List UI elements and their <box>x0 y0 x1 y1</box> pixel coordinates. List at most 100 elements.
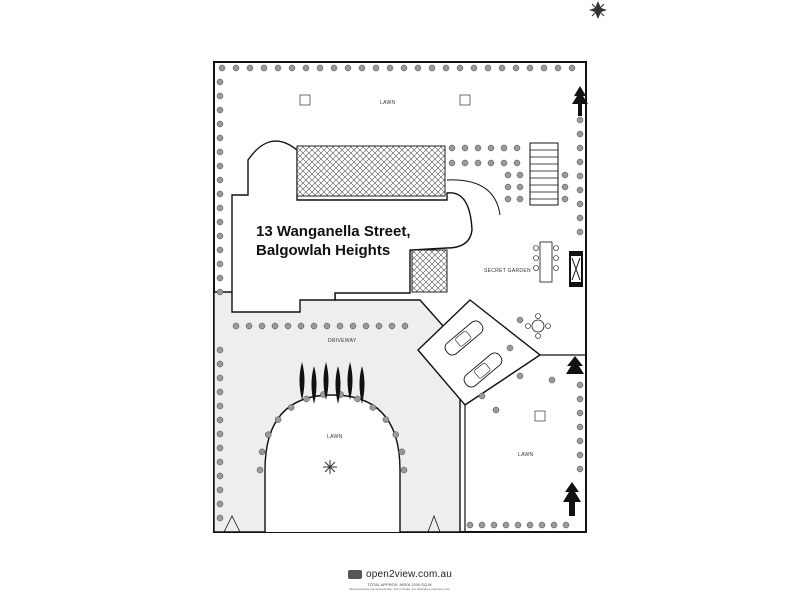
shrub-icon <box>550 521 558 529</box>
garden-stairs <box>529 142 559 206</box>
shrub-icon <box>216 260 224 268</box>
shrub-icon <box>576 130 584 138</box>
shrub-icon <box>375 322 383 330</box>
outdoor-table-icon <box>533 241 559 283</box>
shrub-icon <box>490 521 498 529</box>
shrub-icon <box>576 395 584 403</box>
shrub-icon <box>512 64 520 72</box>
tree-icon <box>359 366 365 404</box>
shrub-icon <box>216 78 224 86</box>
shrub-icon <box>216 346 224 354</box>
shrub-icon <box>498 64 506 72</box>
label-secret-garden: SECRET GARDEN <box>484 268 531 274</box>
shrub-icon <box>216 444 224 452</box>
shrub-icon <box>504 195 512 203</box>
shrub-icon <box>461 144 469 152</box>
shrub-icon <box>287 404 295 411</box>
shrub-icon <box>576 423 584 431</box>
car-icon <box>463 352 503 388</box>
shrub-icon <box>323 322 331 330</box>
shrub-icon <box>461 159 469 167</box>
shrub-icon <box>216 190 224 198</box>
shrub-icon <box>516 316 524 324</box>
shrub-icon <box>534 410 546 422</box>
shrub-icon <box>349 322 357 330</box>
shrub-icon <box>232 322 240 330</box>
shrub-icon <box>568 64 576 72</box>
shrub-icon <box>442 64 450 72</box>
shrub-icon <box>561 171 569 179</box>
tree-icon <box>566 356 584 374</box>
shrub-icon <box>216 204 224 212</box>
area-note: TOTAL APPROX. AREA 1200 SQ.M. <box>367 582 433 587</box>
shrub-icon <box>516 183 524 191</box>
disclaimer: Measurements are approximate. Not to Sca… <box>349 587 451 591</box>
shrub-icon <box>358 64 366 72</box>
shrub-icon <box>245 322 253 330</box>
shrub-icon <box>484 64 492 72</box>
shrub-icon <box>576 437 584 445</box>
shrub-icon <box>576 186 584 194</box>
shrub-icon <box>448 144 456 152</box>
shrub-icon <box>216 430 224 438</box>
shrub-icon <box>466 521 474 529</box>
brand-logo: open2view.com.au <box>0 569 800 580</box>
shrub-icon <box>554 64 562 72</box>
shrub-icon <box>336 322 344 330</box>
shrub-icon <box>354 395 361 403</box>
shrub-icon <box>478 521 486 529</box>
shrub-icon <box>392 431 400 438</box>
shrub-icon <box>562 521 570 529</box>
shrub-icon <box>216 106 224 114</box>
shrub-icon <box>274 416 282 423</box>
shrub-icon <box>330 64 338 72</box>
shrub-icon <box>216 416 224 424</box>
tree-group <box>299 362 365 404</box>
shrub-icon <box>576 158 584 166</box>
tree-icon <box>335 366 341 404</box>
shrub-icon <box>500 159 508 167</box>
shrub-icon <box>216 402 224 410</box>
shrub-icon <box>256 466 264 474</box>
tree-icon <box>299 362 305 400</box>
right-lawn-edge <box>464 354 586 532</box>
shrub-icon <box>218 64 226 72</box>
shrub-icon <box>414 64 422 72</box>
outdoor-table-icon <box>525 313 551 339</box>
shrub-icon <box>310 322 318 330</box>
shrub-icon <box>502 521 510 529</box>
shrub-icon <box>216 92 224 100</box>
shrub-icon <box>474 144 482 152</box>
shrub-icon <box>538 521 546 529</box>
shrub-icon <box>487 159 495 167</box>
shrub-icon <box>516 171 524 179</box>
shrub-icon <box>216 274 224 282</box>
shrub-icon <box>216 500 224 508</box>
shrub-icon <box>516 372 524 380</box>
shrub-icon <box>540 64 548 72</box>
shrub-icon <box>576 116 584 124</box>
shrub-icon <box>362 322 370 330</box>
shrub-icon <box>561 183 569 191</box>
shrub-icon <box>576 214 584 222</box>
shrub-icon <box>576 451 584 459</box>
shrub-icon <box>271 322 279 330</box>
garage <box>417 299 542 406</box>
shrub-icon <box>470 64 478 72</box>
label-driveway: DRIVEWAY <box>328 338 357 344</box>
lawn-arch <box>264 394 401 532</box>
shrub-icon <box>388 322 396 330</box>
tree-icon <box>347 362 353 400</box>
shrub-icon <box>504 183 512 191</box>
shrub-icon <box>216 232 224 240</box>
shrub-icon <box>548 376 556 384</box>
shrub-icon <box>526 64 534 72</box>
shrub-icon <box>258 448 266 456</box>
shrub-icon <box>216 176 224 184</box>
shrub-icon <box>258 322 266 330</box>
shrub-icon <box>344 64 352 72</box>
shrub-icon <box>369 404 377 411</box>
shrub-icon <box>487 144 495 152</box>
shrub-icon <box>260 64 268 72</box>
